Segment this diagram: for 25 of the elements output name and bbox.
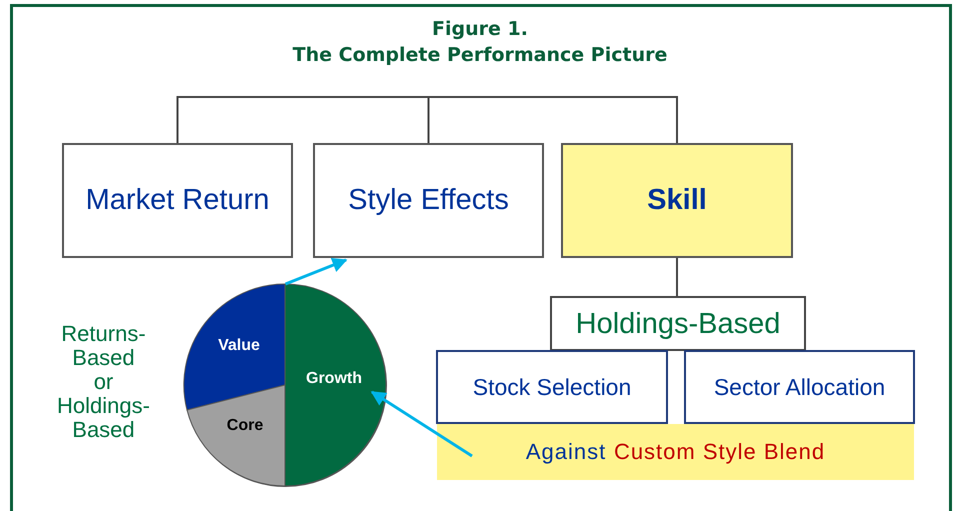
label-box — [436, 350, 668, 424]
slice-label: Value — [214, 335, 264, 357]
label-box — [62, 143, 293, 258]
box-label: Market Return — [86, 184, 270, 217]
box-label: Custom Style Blend — [614, 439, 826, 465]
label-box — [684, 350, 915, 424]
connector-line — [428, 96, 678, 143]
connector-line — [676, 258, 678, 296]
label-box — [313, 143, 544, 258]
slice-label: Core — [221, 415, 269, 437]
box-label: Skill — [647, 184, 707, 217]
figure-title: Figure 1. The Complete Performance Picture — [292, 17, 668, 68]
arrow — [284, 258, 348, 286]
box-label: Stock Selection — [472, 374, 632, 400]
side-caption: Returns- Based or Holdings- Based — [57, 322, 150, 442]
slice-label: Growth — [299, 368, 369, 390]
label-box — [561, 143, 793, 258]
box-label: Sector Allocation — [714, 374, 886, 400]
highlight-band — [437, 424, 914, 480]
box-label: Against — [526, 439, 606, 465]
arrow — [370, 390, 473, 458]
label-box — [550, 296, 806, 351]
box-label: Style Effects — [348, 184, 509, 217]
box-label: Holdings-Based — [576, 308, 780, 341]
connector-line — [176, 96, 430, 143]
